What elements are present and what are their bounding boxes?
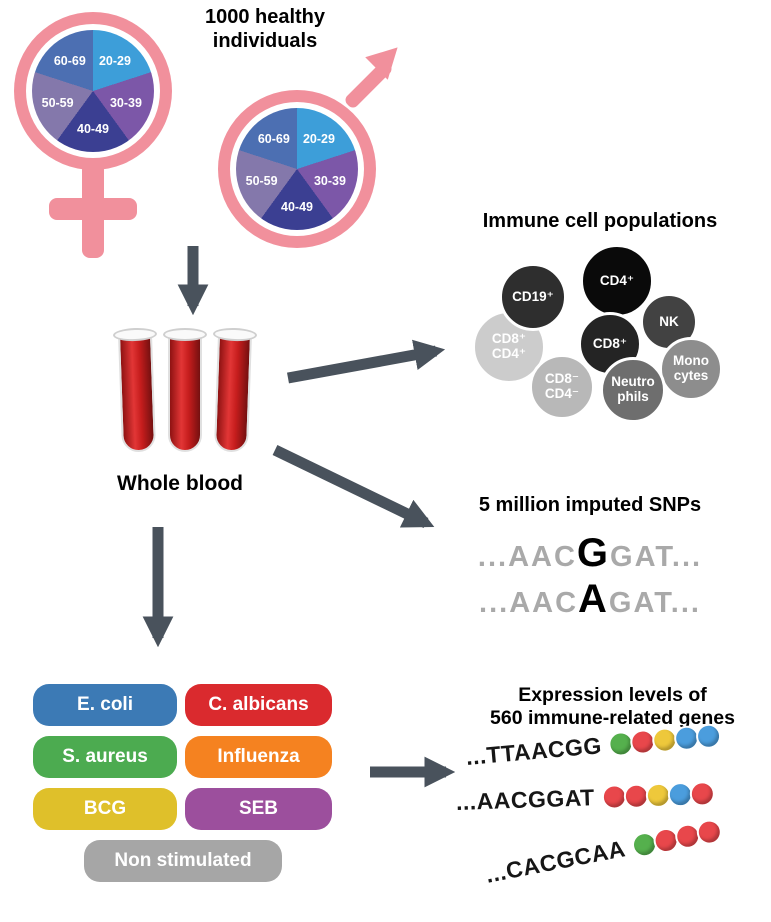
- age-label: 20-29: [98, 53, 131, 68]
- age-label: 60-69: [53, 53, 86, 68]
- stimulus-label: BCG: [83, 798, 127, 819]
- blood-tube: [163, 328, 207, 456]
- cell-label: CD8⁻ CD4⁻: [544, 371, 580, 401]
- snp-seq-pre: ...AAC: [479, 587, 579, 619]
- snp-sequence-row: ...AACAGAT...: [440, 578, 740, 620]
- whole-blood-label: Whole blood: [117, 472, 243, 495]
- snp-seq-pre: ...AAC: [477, 541, 577, 573]
- cell-cd4: CD4⁺: [580, 244, 654, 318]
- arrow-blood-to-cells: [287, 339, 446, 384]
- cell-label: CD4⁺: [599, 272, 635, 288]
- stimulus-calbicans: C. albicans: [185, 684, 332, 726]
- stimulus-label: Influenza: [217, 746, 300, 767]
- snp-seq-post: GAT...: [608, 587, 701, 619]
- bead: [689, 780, 716, 807]
- snp-sequence-row: ...AACGGAT...: [440, 532, 740, 574]
- sequence-text: ...TTAACGG: [464, 732, 603, 770]
- stimulus-label: C. albicans: [208, 694, 309, 715]
- blood-tube: [112, 327, 158, 456]
- cell-label: Neutro phils: [611, 374, 655, 404]
- snp-seq-post: GAT...: [610, 541, 703, 573]
- stimulus-label: E. coli: [77, 694, 133, 715]
- bead: [695, 722, 723, 750]
- female-age-pie: 20-29 30-39 40-49 50-59 60-69: [32, 30, 154, 152]
- sequence-text: ...AACGGAT: [455, 784, 596, 815]
- expression-sequence: ...AACGGAT: [456, 780, 716, 816]
- female-symbol-crossbar: [49, 198, 137, 220]
- tube-rim: [163, 328, 207, 341]
- cell-label: CD8⁺ CD4⁺: [491, 331, 527, 361]
- cell-label: NK: [659, 313, 679, 329]
- tube-body: [213, 333, 253, 453]
- figure-title: 1000 healthy individuals: [204, 6, 326, 52]
- age-label: 60-69: [257, 131, 290, 146]
- tube-body: [168, 334, 202, 452]
- stimulus-saureus: S. aureus: [33, 736, 177, 778]
- male-pie-ring: 20-29 30-39 40-49 50-59 60-69: [230, 102, 364, 236]
- age-label: 30-39: [313, 174, 346, 189]
- age-label: 20-29: [302, 131, 335, 146]
- cell-label: Mono cytes: [673, 353, 709, 383]
- male-circle: 20-29 30-39 40-49 50-59 60-69: [218, 90, 376, 248]
- tube-body: [117, 333, 157, 453]
- expression-sequence: ...CACGCAA: [483, 817, 724, 889]
- cell-label: CD8⁺: [592, 335, 628, 351]
- stimulus-label: S. aureus: [62, 746, 148, 767]
- snp-variant-allele: A: [578, 577, 609, 621]
- age-label: 40-49: [281, 199, 313, 214]
- male-age-pie: 20-29 30-39 40-49 50-59 60-69: [236, 108, 358, 230]
- stimulus-label: SEB: [238, 798, 279, 819]
- age-label: 50-59: [41, 96, 74, 111]
- female-circle: 20-29 30-39 40-49 50-59 60-69: [14, 12, 172, 170]
- age-label: 40-49: [77, 121, 109, 136]
- immune-cells-title: Immune cell populations: [482, 210, 718, 232]
- stimulus-bcg: BCG: [33, 788, 177, 830]
- age-label: 50-59: [245, 174, 278, 189]
- cell-label: CD19⁺: [512, 288, 554, 304]
- age-label: 30-39: [109, 96, 142, 111]
- stimulus-seb: SEB: [185, 788, 332, 830]
- sequence-text: ...CACGCAA: [483, 835, 628, 888]
- stimulus-nonstimulated: Non stimulated: [84, 840, 282, 882]
- stimulus-influenza: Influenza: [185, 736, 332, 778]
- probe-beads: [629, 817, 724, 860]
- arrow-blood-to-snps: [272, 445, 435, 528]
- cell-cd8neg-cd4neg: CD8⁻ CD4⁻: [529, 354, 595, 420]
- probe-beads: [601, 780, 716, 810]
- snps-title: 5 million imputed SNPs: [478, 494, 702, 516]
- cell-cd19: CD19⁺: [499, 263, 567, 331]
- blood-tube: [212, 327, 258, 456]
- snp-variant-allele: G: [576, 531, 611, 575]
- cell-monocytes: Mono cytes: [659, 337, 723, 401]
- stimulus-label: Non stimulated: [114, 850, 252, 871]
- female-pie-ring: 20-29 30-39 40-49 50-59 60-69: [26, 24, 160, 158]
- cell-neutrophils: Neutro phils: [600, 357, 666, 423]
- expression-title: Expression levels of 560 immune-related …: [490, 684, 735, 729]
- stimulus-ecoli: E. coli: [33, 684, 177, 726]
